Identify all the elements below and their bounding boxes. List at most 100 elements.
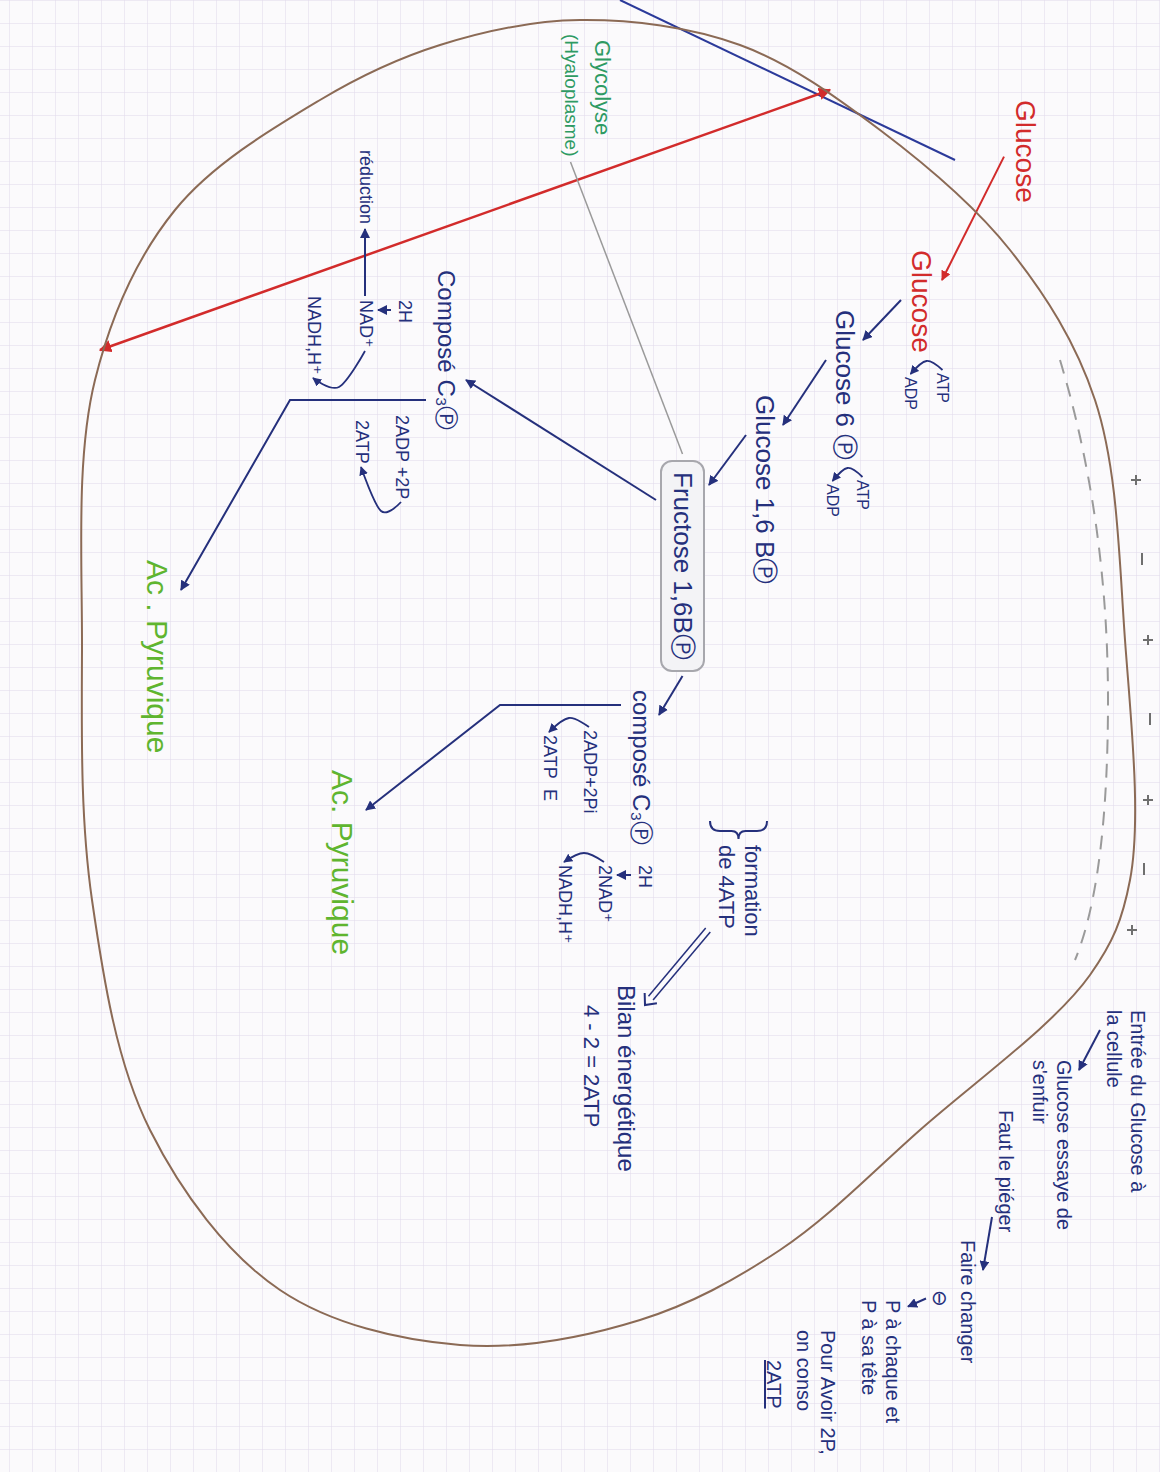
- cofactor-label: 2H: [633, 865, 655, 888]
- membrane-dashes: [1060, 360, 1108, 960]
- cofactor-label: NADH,H⁺: [302, 296, 324, 375]
- text-slot: Ac. Pyruvique: [324, 770, 360, 955]
- flow-arrow: [181, 400, 426, 590]
- flow-arrow: [783, 360, 826, 425]
- text-slot: 2ADP+2Pi: [578, 730, 600, 814]
- note-arrow: [908, 1299, 926, 1307]
- molecule-label: Composé C₃Ⓟ: [431, 270, 460, 431]
- text-slot: ⊖: [928, 1290, 952, 1307]
- cell-span-arrow: [100, 90, 830, 350]
- double-arrow: [648, 928, 705, 996]
- cofactor-label: 2H: [393, 300, 415, 323]
- text-slot: réduction: [354, 150, 376, 224]
- small-arrow: [378, 309, 391, 311]
- text-slot: NADH,H⁺: [302, 296, 324, 375]
- note-text: Faut le piéger: [994, 1110, 1018, 1232]
- leader-line: [571, 162, 683, 454]
- text-slot: Entrée du Glucose à la cellule: [1102, 1010, 1150, 1200]
- text-slot: 2ATP: [538, 735, 560, 779]
- entry-arrow: [942, 157, 1004, 280]
- text-slot: Glucose: [904, 250, 938, 353]
- cofactor-label: 2NAD⁺: [593, 865, 615, 923]
- coupling-curl: [911, 361, 943, 374]
- text-slot: Glucose: [1008, 100, 1042, 203]
- balance-title: Bilan énergétique: [611, 985, 640, 1172]
- cofactor-label: NAD⁺: [354, 300, 376, 348]
- note-text: réduction: [354, 150, 376, 224]
- charge-symbol: ⊖: [928, 1290, 952, 1307]
- molecule-box: Fructose 1,6BⓅ: [660, 460, 705, 672]
- product-label: Ac . Pyruvique: [139, 560, 175, 753]
- text-slot: NADH,H⁺: [553, 865, 575, 944]
- molecule-box: Fructose 1,6BⓅ: [667, 472, 698, 660]
- text-slot: ADP: [901, 377, 920, 410]
- brace: [710, 821, 767, 839]
- note-text: formation de 4ATP: [712, 845, 765, 960]
- text-slot: Pour Avoir 2P, on conso: [792, 1330, 840, 1460]
- text-slot: 2ATP: [762, 1360, 786, 1409]
- text-slot: Glycolyse: [589, 40, 615, 135]
- coupling-curl: [833, 468, 863, 481]
- text-slot: ATP: [933, 373, 952, 403]
- text-slot: formation de 4ATP: [712, 845, 765, 960]
- text-slot: Bilan énergétique: [611, 985, 640, 1172]
- note-text: Pour Avoir 2P, on conso: [792, 1330, 840, 1460]
- cofactor-label: 2ATP: [538, 735, 560, 779]
- cofactor-label: ADP: [823, 484, 842, 517]
- flow-arrow: [709, 435, 746, 485]
- text-slot: Composé C₃Ⓟ: [431, 270, 460, 431]
- molecule-label: Glucose: [904, 250, 938, 353]
- text-slot: 2H: [393, 300, 415, 323]
- text-slot: Glucose 6 Ⓟ: [829, 310, 860, 460]
- cofactor-label: ATP: [853, 480, 872, 510]
- double-arrow-head: [645, 993, 657, 1005]
- flow-arrow: [863, 300, 901, 340]
- cofactor-label: 2ATP: [350, 420, 372, 464]
- coupling-curl: [549, 718, 589, 732]
- cofactor-label: NADH,H⁺: [553, 865, 575, 944]
- text-slot: P à chaque et P à sa tête: [857, 1300, 905, 1435]
- cofactor-label: 2ADP +2P: [390, 415, 412, 499]
- text-slot: (Hyaloplasme): [559, 34, 582, 156]
- note-arrow: [1079, 1030, 1100, 1070]
- molecule-label: Glucose 1,6 BⓅ: [749, 395, 780, 584]
- double-arrow: [653, 932, 710, 1000]
- text-slot: Glucose essaye de s'enfuir: [1028, 1060, 1076, 1250]
- small-arrow: [364, 229, 366, 296]
- text-slot: Faut le piéger: [994, 1110, 1018, 1232]
- split-arrow: [659, 676, 683, 715]
- note-text: Glucose essaye de s'enfuir: [1028, 1060, 1076, 1250]
- molecule-label: Glucose 6 Ⓟ: [829, 310, 860, 460]
- text-slot: 2H: [633, 865, 655, 888]
- energy-label: E: [538, 789, 560, 801]
- molecule-label: composé C₃Ⓟ: [626, 690, 655, 845]
- note-text: Entrée du Glucose à la cellule: [1102, 1010, 1150, 1200]
- ink-line: [620, 0, 955, 160]
- text-slot: 2ATP: [350, 420, 372, 464]
- split-arrow: [466, 380, 656, 500]
- cell-membrane-line: [81, 20, 1135, 1346]
- text-slot: ADP: [823, 484, 842, 517]
- cofactor-label: ADP: [901, 377, 920, 410]
- product-label: Ac. Pyruvique: [324, 770, 360, 955]
- text-slot: 2ADP +2P: [390, 415, 412, 499]
- coupling-curl: [564, 853, 604, 862]
- location-label: (Hyaloplasme): [559, 34, 582, 156]
- text-slot: Faire changer: [956, 1240, 980, 1363]
- small-arrow: [617, 874, 631, 876]
- note-text: P à chaque et P à sa tête: [857, 1300, 905, 1435]
- cofactor-label: 2ADP+2Pi: [578, 730, 600, 814]
- text-slot: 2NAD⁺: [593, 865, 615, 923]
- process-title: Glycolyse: [589, 40, 615, 135]
- text-slot: composé C₃Ⓟ: [626, 690, 655, 845]
- note-result: 2ATP: [762, 1360, 786, 1409]
- charge-minus: [1142, 553, 1150, 875]
- text-slot: E: [538, 789, 560, 801]
- note-text: Faire changer: [956, 1240, 980, 1363]
- text-slot: 4 - 2 = 2ATP: [578, 1005, 604, 1127]
- text-slot: NAD⁺: [354, 300, 376, 348]
- cofactor-label: ATP: [933, 373, 952, 403]
